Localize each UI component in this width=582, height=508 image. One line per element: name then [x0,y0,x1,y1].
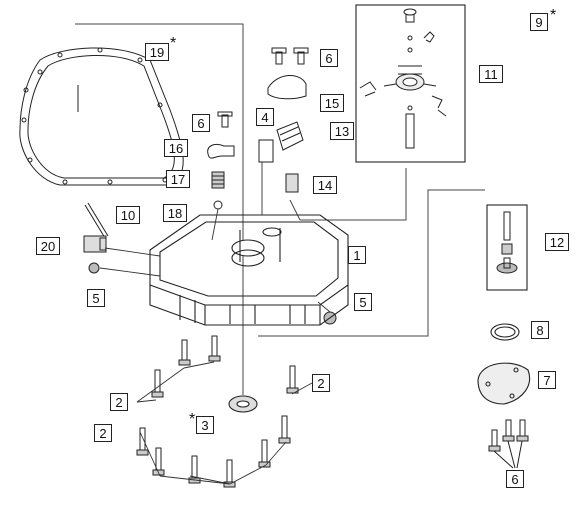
bolt-leaders [136,301,331,485]
callout-9: 9 [530,13,548,31]
callout-19: 19 [145,43,169,61]
small-parts [207,111,304,210]
governor-assembly-box-11 [355,4,466,163]
cover-7 [477,362,530,405]
group-bracket-lines [75,23,485,395]
parts-6-15 [267,47,309,100]
callout-7: 7 [538,371,556,389]
callout-3: 3 [196,416,214,434]
pump-assembly-box-12 [486,204,528,291]
gasket-19 [19,47,184,186]
callout-13: 13 [330,122,354,140]
asterisk-9: * [550,7,557,24]
callout-14: 14 [313,176,337,194]
callout-4: 4 [256,108,274,126]
callout-11: 11 [479,65,503,83]
leader-lines [99,162,263,277]
callout-18: 18 [163,204,187,222]
callout-5-right: 5 [354,293,372,311]
asterisk-19: * [170,35,177,52]
callout-20: 20 [36,237,60,255]
pump-parts-12 [496,211,518,274]
asterisk-3: * [189,411,196,428]
callout-8: 8 [531,321,549,339]
callout-1: 1 [348,246,366,264]
bolts-2 [136,335,299,488]
callout-5-left: 5 [87,289,105,307]
crankcase-cover-1 [149,214,349,326]
callout-6-top: 6 [320,49,338,67]
callout-2-left-bottom: 2 [94,424,112,442]
callout-6-mid: 6 [192,114,210,132]
callout-17: 17 [166,170,190,188]
callout-12: 12 [545,233,569,251]
callout-2-left-top: 2 [110,393,128,411]
bolts-6-right [488,419,529,469]
callout-6-bottom: 6 [506,470,524,488]
callout-15: 15 [320,94,344,112]
callout-10: 10 [116,206,140,224]
governor-parts-11 [359,8,447,149]
o-ring-8 [490,323,520,341]
callout-2-right: 2 [312,374,330,392]
callout-16: 16 [164,139,188,157]
